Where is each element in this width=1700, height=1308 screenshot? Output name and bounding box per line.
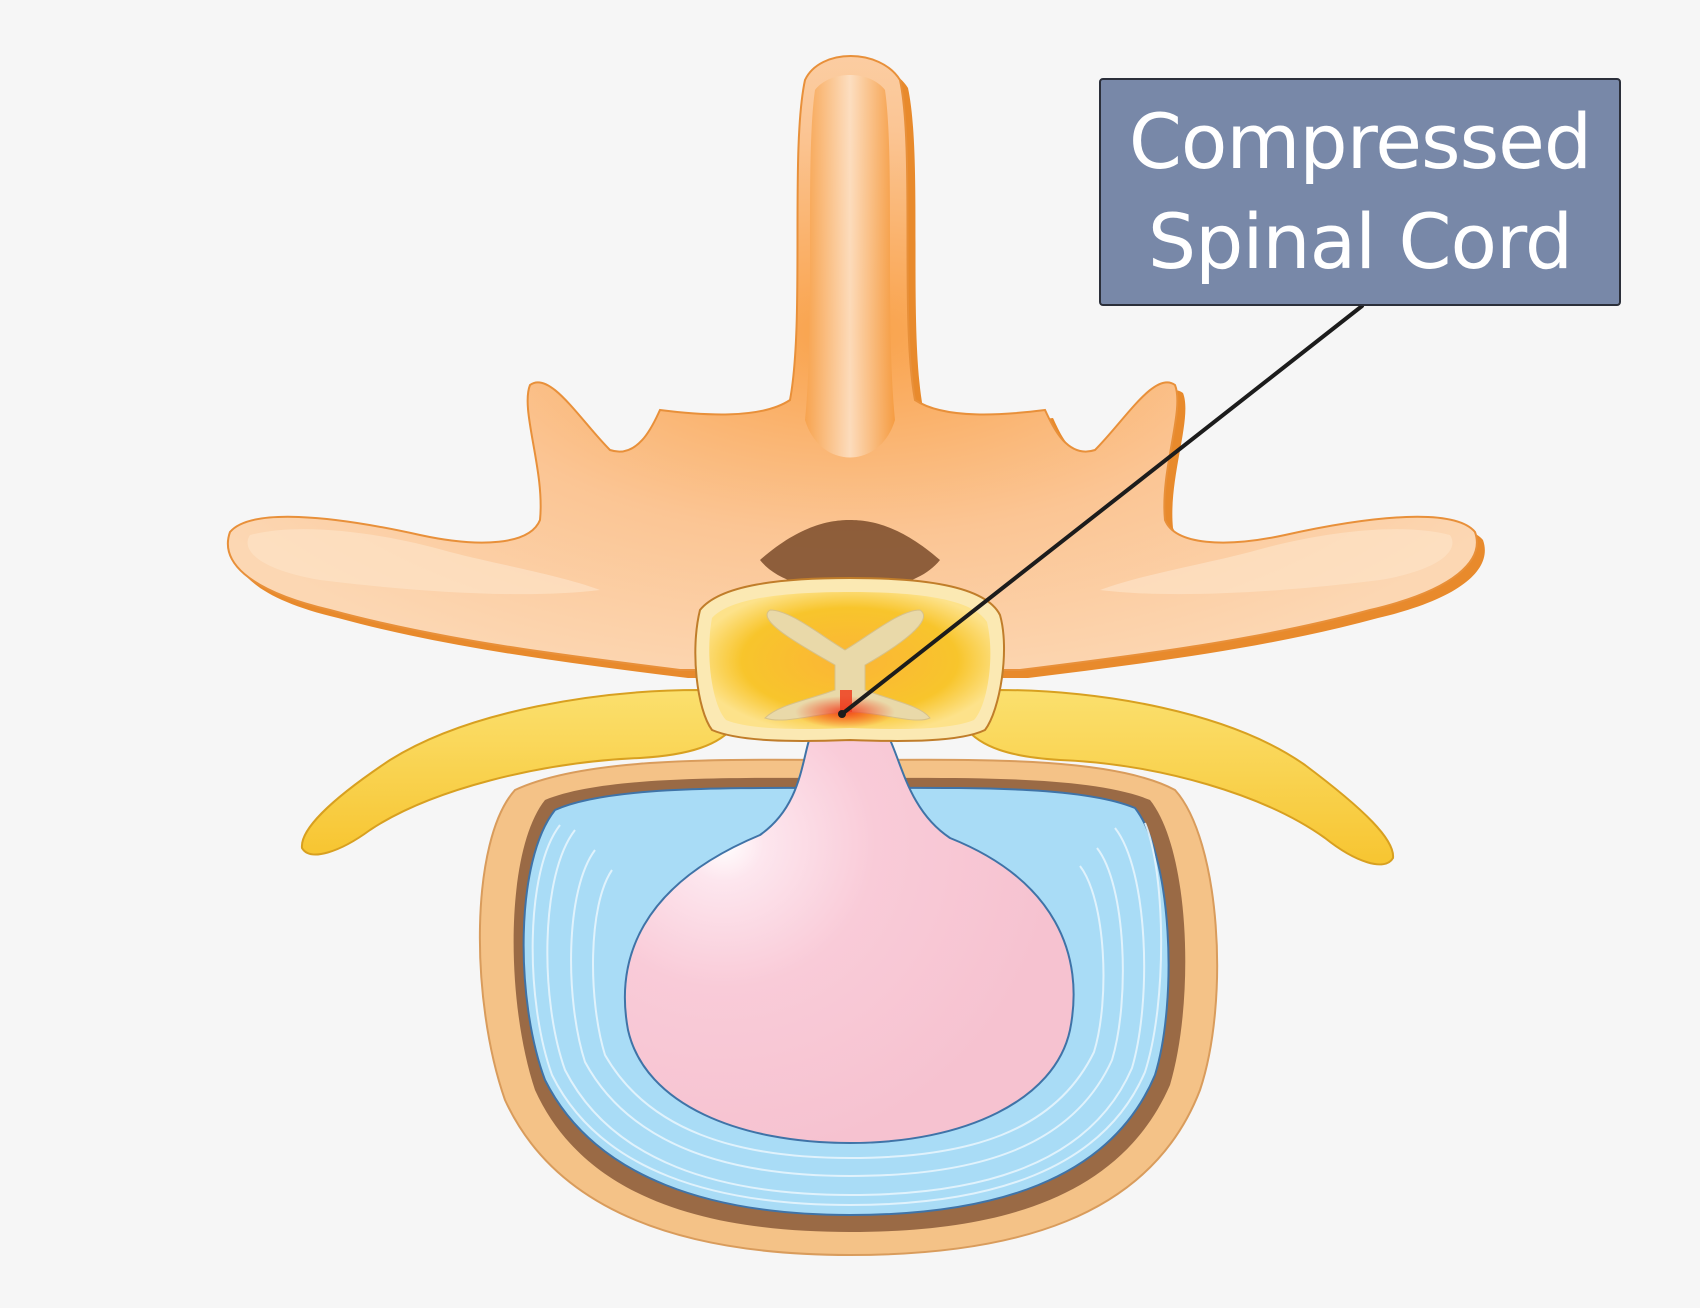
- vertebral-arch: [226, 55, 1485, 678]
- nucleus-pulposus: [623, 713, 1075, 1145]
- spinal-cord: [694, 576, 1005, 742]
- callout-label-line-2: Spinal Cord: [1147, 197, 1573, 286]
- callout-label-box: Compressed Spinal Cord: [1099, 78, 1621, 306]
- nerve-roots: [300, 688, 1395, 866]
- callout-leader-line: [840, 304, 1364, 716]
- leader-line-endpoint: [838, 710, 846, 718]
- callout-label-line-1: Compressed: [1128, 97, 1592, 186]
